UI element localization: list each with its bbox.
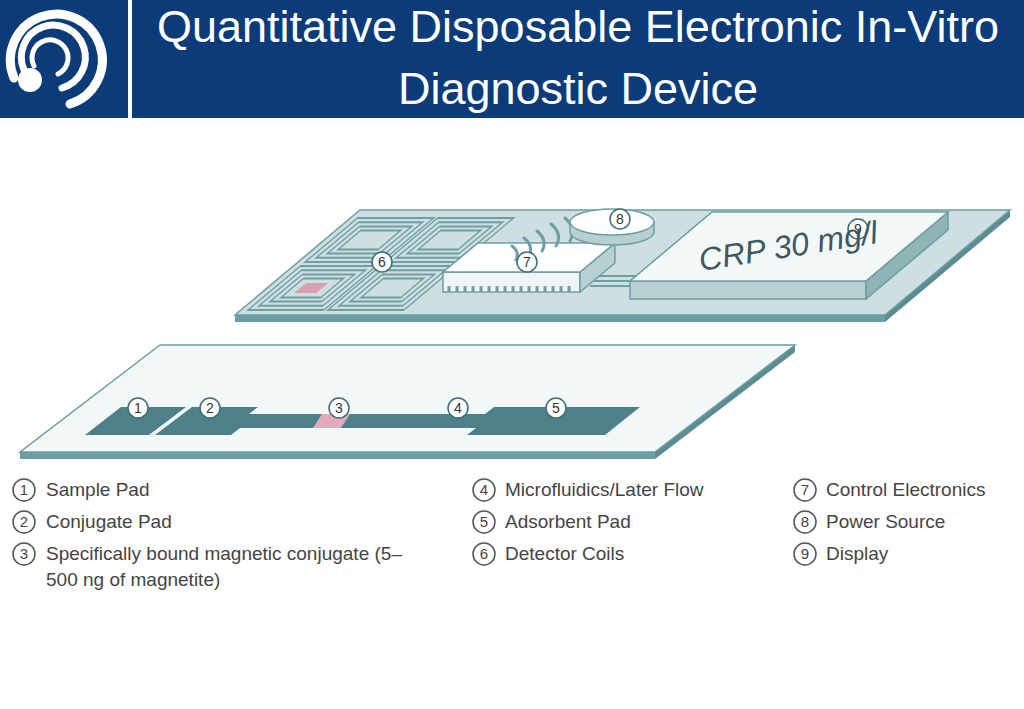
callout-number: 9 [794, 543, 816, 565]
callout-circle [473, 543, 495, 565]
callout-circle [794, 479, 816, 501]
test-strip [20, 345, 795, 459]
legend-item-text: Microfluidics/Later Flow [505, 477, 805, 503]
callout-number: 6 [372, 252, 392, 272]
callout-circle [329, 398, 349, 418]
legend-item-text: Adsorbent Pad [505, 509, 805, 535]
callout-circle [13, 543, 35, 565]
callout-circle [794, 511, 816, 533]
callout-number: 6 [473, 543, 495, 565]
callout-number: 4 [473, 479, 495, 501]
callout-number: 4 [448, 398, 468, 418]
callout-number: 7 [794, 479, 816, 501]
flow-path [155, 407, 640, 435]
callout-number: 1 [128, 398, 148, 418]
logo [10, 14, 102, 104]
header-divider [128, 0, 132, 118]
callout-number: 5 [546, 398, 566, 418]
callout-number: 3 [13, 543, 35, 565]
callout-circle [473, 511, 495, 533]
callout-circle [372, 252, 392, 272]
callout-number: 8 [610, 209, 630, 229]
title: Quantitative Disposable Electronic In-Vi… [150, 0, 1006, 120]
legend-item-text: Specifically bound magnetic conjugate (5… [46, 541, 426, 593]
callout-number: 2 [200, 398, 220, 418]
coin-cell [570, 209, 654, 245]
callout-circle [473, 479, 495, 501]
legend-item-text: Detector Coils [505, 541, 805, 567]
legend-item-text: Sample Pad [46, 477, 426, 503]
callout-circle [13, 511, 35, 533]
callout-circle [794, 543, 816, 565]
callout-circle [546, 398, 566, 418]
chip [443, 243, 615, 292]
callout-circle [610, 209, 630, 229]
callout-circle [448, 398, 468, 418]
callout-number: 5 [473, 511, 495, 533]
callout-number: 1 [13, 479, 35, 501]
callout-number: 2 [13, 511, 35, 533]
callout-number: 7 [517, 252, 537, 272]
callout-circle [517, 252, 537, 272]
legend-item-text: Power Source [826, 509, 1024, 535]
legend-item-text: Control Electronics [826, 477, 1024, 503]
electronics-board [235, 210, 1010, 322]
legend-item-text: Display [826, 541, 1024, 567]
display [630, 212, 948, 299]
callout-number: 3 [329, 398, 349, 418]
callout-circle [200, 398, 220, 418]
legend-item-text: Conjugate Pad [46, 509, 426, 535]
callout-circle [128, 398, 148, 418]
callout-circle [13, 479, 35, 501]
callout-number: 8 [794, 511, 816, 533]
